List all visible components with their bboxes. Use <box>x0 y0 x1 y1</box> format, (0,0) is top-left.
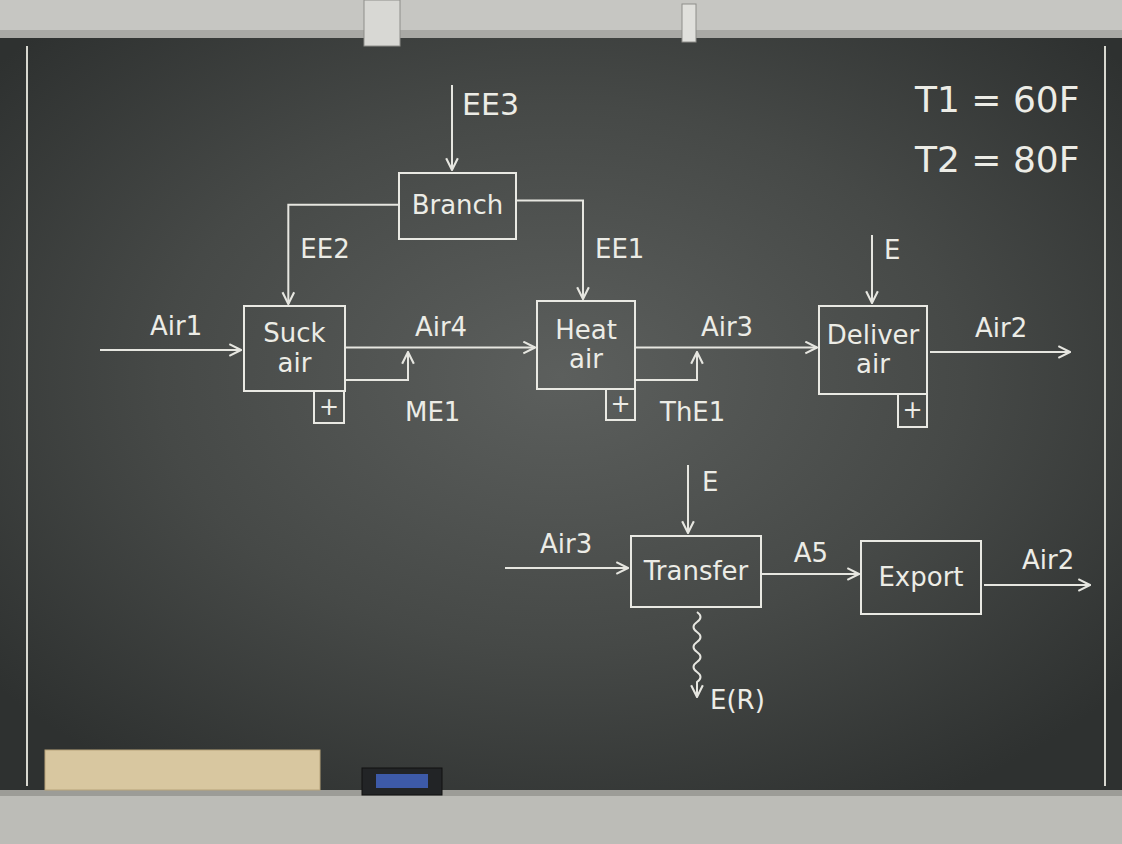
top-frame-lip <box>0 30 1122 38</box>
flow-arrow <box>505 567 628 569</box>
flow-connector <box>346 347 535 349</box>
temperature-note: T2 = 80F <box>915 140 1079 180</box>
edge-label: EE2 <box>300 235 349 264</box>
chalk-border-line <box>1104 46 1106 786</box>
plus-box: + <box>313 390 345 424</box>
eraser <box>362 768 442 795</box>
box-text: Heat air <box>544 316 628 374</box>
plus-box: + <box>605 388 636 421</box>
signal-label: Air3 <box>540 530 592 559</box>
process-box: Branch <box>398 172 517 240</box>
hinge-clip <box>682 4 696 42</box>
flow-arrow <box>636 352 697 380</box>
chalk-tray <box>0 790 1122 844</box>
board-surface <box>0 36 1122 792</box>
eraser-label <box>376 774 428 788</box>
flow-arrow <box>451 85 453 170</box>
flow-arrow <box>100 349 241 351</box>
eraser <box>45 750 320 790</box>
box-text: Suck air <box>251 319 338 377</box>
signal-label: E <box>702 468 718 497</box>
flow-connector <box>762 573 859 575</box>
flow-arrow <box>984 584 1090 586</box>
signal-label: ME1 <box>405 398 460 427</box>
top-frame <box>0 0 1122 38</box>
signal-label: E(R) <box>710 686 765 715</box>
box-text: + <box>610 391 630 418</box>
signal-label: EE3 <box>462 88 519 121</box>
chalk-border-line <box>26 46 28 786</box>
box-text: Deliver air <box>826 321 920 379</box>
process-box: Transfer <box>630 535 762 608</box>
box-text: Branch <box>412 191 504 220</box>
process-box: Export <box>860 540 982 615</box>
edge-label: Air4 <box>415 313 467 342</box>
chalk-tray-lip <box>0 790 1122 796</box>
temperature-note: T1 = 60F <box>915 80 1079 120</box>
plus-box: + <box>897 393 928 428</box>
edge-label: Air3 <box>701 313 753 342</box>
signal-label: Air2 <box>975 314 1027 343</box>
edge-label: EE1 <box>595 235 644 264</box>
signal-label: Air2 <box>1022 546 1074 575</box>
box-text: Export <box>878 563 963 592</box>
box-text: + <box>319 394 339 421</box>
flow-arrow <box>930 351 1070 353</box>
signal-label: Air1 <box>150 312 202 341</box>
box-text: + <box>902 397 922 424</box>
hinge-clip <box>364 0 400 46</box>
radiation-arrow <box>694 612 701 697</box>
signal-label: ThE1 <box>660 398 725 427</box>
process-box: Suck air <box>243 305 346 392</box>
flow-arrow <box>346 352 408 380</box>
flow-connector <box>288 205 398 304</box>
flow-arrow <box>687 465 689 533</box>
process-box: Heat air <box>536 300 636 390</box>
box-text: Transfer <box>644 557 749 586</box>
flow-connector <box>636 347 817 349</box>
flow-arrow <box>871 235 873 303</box>
signal-label: E <box>884 236 900 265</box>
flow-connector <box>517 201 583 299</box>
edge-label: A5 <box>794 539 828 568</box>
process-box: Deliver air <box>818 305 928 395</box>
